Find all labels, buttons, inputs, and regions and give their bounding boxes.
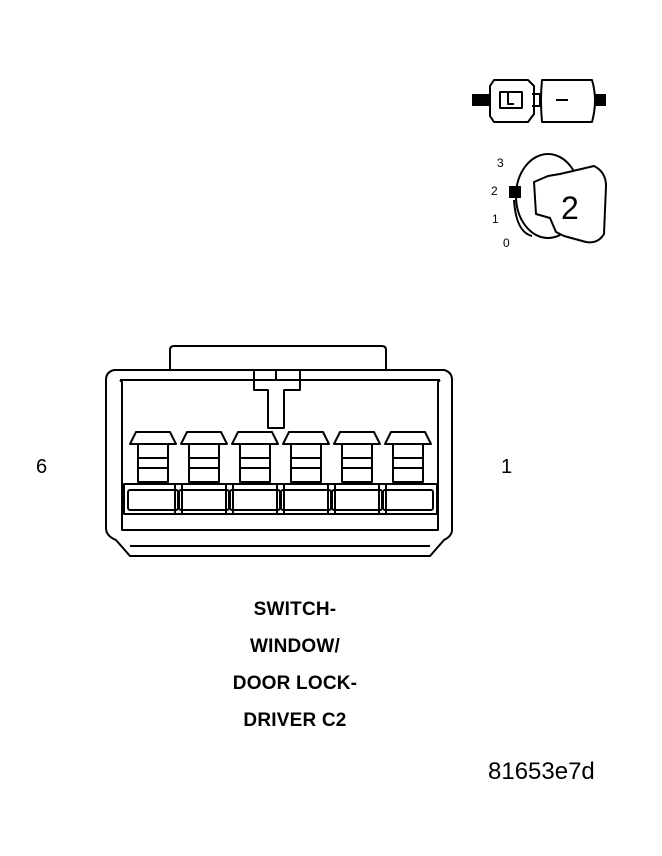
position-number: 1 [492, 212, 499, 226]
terminal-cavity [123, 431, 183, 515]
connector-title-line: SWITCH- [253, 599, 337, 620]
terminal-cavity [327, 431, 387, 515]
terminal-cavity [225, 431, 285, 515]
position-number: 2 [491, 184, 498, 198]
key-position-icon [509, 153, 607, 244]
terminal-cavities [123, 431, 438, 515]
pin-1-label: 1 [501, 456, 513, 478]
position-number: 0 [503, 236, 510, 250]
figure-id: 81653e7d [488, 758, 595, 785]
connector-title-line: DRIVER C2 [243, 710, 347, 731]
connector-side-view-icon [472, 79, 606, 123]
terminal-cavity [174, 431, 234, 515]
pin-6-label: 6 [36, 456, 48, 478]
terminal-cavity [276, 431, 336, 515]
position-number: 3 [497, 156, 504, 170]
key-number: 2 [561, 190, 579, 226]
connector-title-line: DOOR LOCK- [232, 673, 358, 694]
terminal-cavity [378, 431, 438, 515]
connector-body [105, 345, 453, 557]
connector-title-line: WINDOW/ [249, 636, 341, 657]
